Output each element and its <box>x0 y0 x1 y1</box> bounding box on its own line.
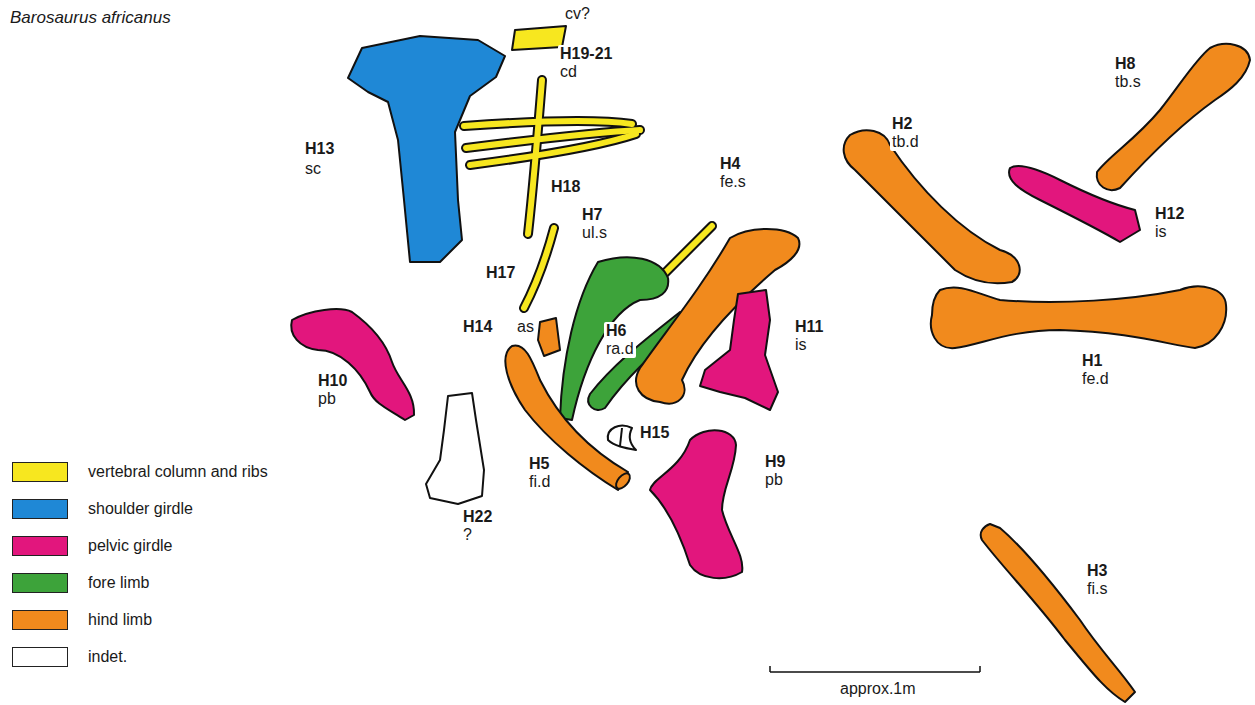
callout-number: H18 <box>549 178 582 196</box>
bone-label: ra.d <box>604 340 636 358</box>
callout-number: H4 <box>718 155 742 173</box>
bone-label: ? <box>461 526 474 544</box>
bone-label: tb.s <box>1113 73 1143 91</box>
callout-number: H6 <box>604 322 628 340</box>
callout-number: H2 <box>890 115 914 133</box>
callout-number: H5 <box>527 455 551 473</box>
legend-swatch <box>12 647 68 667</box>
bone-label: sc <box>303 160 323 178</box>
indeterminate-bone <box>426 393 484 504</box>
bone-label: pb <box>763 471 785 489</box>
fibula <box>505 345 628 490</box>
callout-number: H1 <box>1080 352 1104 370</box>
tibia <box>1097 44 1250 190</box>
callout-number: H14 <box>461 318 494 336</box>
diagram-title: Barosaurus africanus <box>10 8 171 28</box>
bone-label: is <box>1153 223 1169 241</box>
scale-bar <box>770 666 980 672</box>
legend-swatch <box>12 610 68 630</box>
legend-swatch <box>12 462 68 482</box>
bone-label: fi.d <box>527 473 552 491</box>
bone-label: ul.s <box>580 224 609 242</box>
callout-number: H13 <box>303 140 336 158</box>
scale-label: approx.1m <box>838 680 918 698</box>
legend-text: vertebral column and ribs <box>88 463 268 481</box>
femur <box>931 286 1226 348</box>
legend-text: hind limb <box>88 611 152 629</box>
ischium <box>1009 166 1140 242</box>
legend-swatch <box>12 573 68 593</box>
callout-number: H17 <box>484 264 517 282</box>
legend-swatch <box>12 536 68 556</box>
rib <box>464 80 712 308</box>
callout-number: H12 <box>1153 205 1186 223</box>
bone-label: fi.s <box>1085 580 1109 598</box>
pubis <box>650 430 742 578</box>
callout-number: H10 <box>316 372 349 390</box>
bone-label: pb <box>316 390 338 408</box>
tibia <box>844 130 1020 283</box>
bone-label: tb.d <box>890 133 921 151</box>
ischium <box>700 290 778 410</box>
bone-label: cd <box>558 63 579 81</box>
callout-number: H22 <box>461 508 494 526</box>
fibula <box>981 524 1135 702</box>
callout-number: H11 <box>793 318 825 336</box>
legend-text: indet. <box>88 648 127 666</box>
callout-number: H7 <box>580 206 604 224</box>
callout-number: H15 <box>638 424 671 442</box>
claw <box>608 426 636 450</box>
bone-label: cv? <box>563 5 592 23</box>
astragalus <box>538 318 560 356</box>
legend-text: shoulder girdle <box>88 500 193 518</box>
callout-number: H19-21 <box>558 45 614 63</box>
bone-label: fe.d <box>1080 370 1111 388</box>
legend-swatch <box>12 499 68 519</box>
callout-number: H8 <box>1113 55 1137 73</box>
bone-label: is <box>793 336 809 354</box>
bone-label: fe.s <box>718 173 748 191</box>
pubis <box>291 309 414 420</box>
callout-number: H9 <box>763 453 787 471</box>
legend-text: pelvic girdle <box>88 537 172 555</box>
bone-label: as <box>515 318 536 336</box>
callout-number: H3 <box>1085 562 1109 580</box>
legend-text: fore limb <box>88 574 149 592</box>
